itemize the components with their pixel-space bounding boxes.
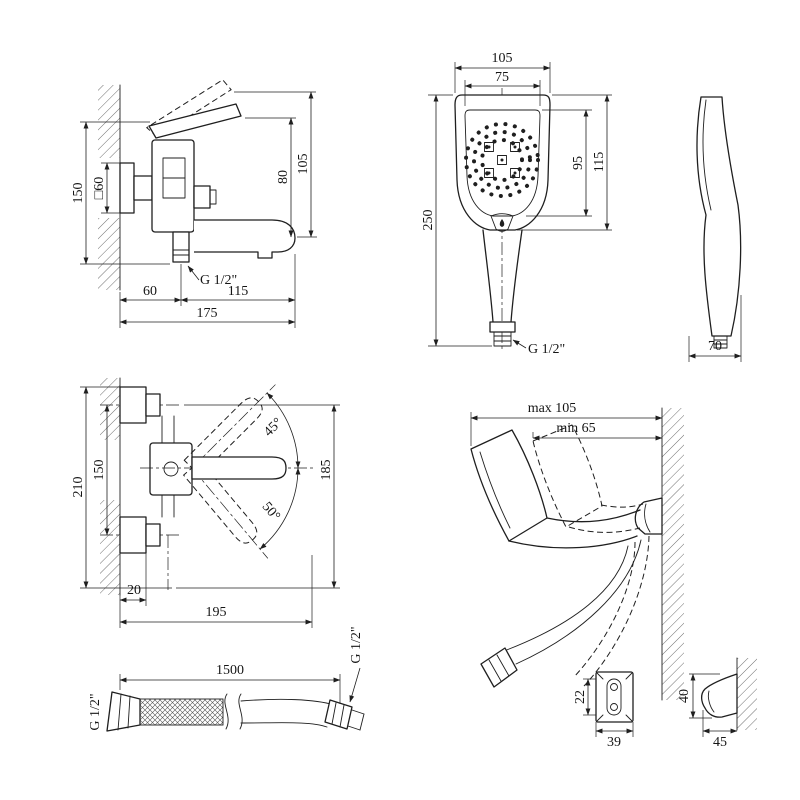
dim-min-65: min 65 — [556, 421, 595, 436]
bracket-cone — [700, 673, 738, 718]
square-nozzles — [484, 142, 520, 178]
dim-max-105: max 105 — [528, 401, 577, 416]
dim-square-60: □60 — [92, 177, 107, 199]
dim-height-80: 80 — [276, 170, 291, 184]
holder-side-view: max 105 min 65 — [470, 401, 684, 701]
dim-height-105: 105 — [296, 154, 311, 175]
handle-left-edge — [482, 229, 494, 323]
dim-width-175: 175 — [197, 306, 218, 321]
dim-height-250: 250 — [421, 210, 436, 231]
handle-up-45 — [183, 384, 276, 477]
hose-tailpiece — [172, 231, 190, 263]
hose-view: G 1/2" G 1/2" 1500 — [88, 626, 365, 732]
dim-width-105: 105 — [492, 51, 513, 66]
escutcheon — [119, 162, 135, 214]
dim-centers-150: 150 — [92, 460, 107, 481]
dim-head-115: 115 — [592, 152, 607, 172]
break-line — [224, 693, 229, 730]
faucet-side-view: 150 □60 80 105 G 1/2" 60 115 175 — [71, 79, 317, 328]
braided-section — [139, 698, 224, 726]
dim-45: 45 — [713, 735, 727, 750]
thread-label: G 1/2" — [528, 342, 565, 357]
faucet-body — [149, 442, 193, 496]
dim-height-150: 150 — [71, 183, 86, 204]
thread-stub — [493, 331, 512, 347]
dim-width-195: 195 — [206, 605, 227, 620]
bracket-plate — [595, 671, 634, 723]
faucet-body — [151, 139, 195, 233]
thread-label: G 1/2" — [200, 273, 237, 288]
shower-min-position-dashed — [532, 424, 650, 687]
dim-offset-20: 20 — [127, 583, 141, 598]
shower-side-profile — [696, 96, 742, 337]
angle-50: 50° — [259, 499, 283, 524]
drop-icon — [499, 219, 505, 227]
mode-button — [490, 213, 514, 232]
dim-39: 39 — [607, 735, 621, 750]
dim-40: 40 — [677, 689, 692, 703]
dim-width-115: 115 — [228, 284, 248, 299]
angle-45: 45° — [261, 415, 285, 439]
shower-head-outline — [454, 94, 551, 231]
handle-lever — [191, 456, 287, 480]
bracket-front-view: 22 39 — [573, 671, 634, 750]
dim-length-1500: 1500 — [216, 663, 244, 678]
shower-max-position — [470, 429, 642, 688]
handle-lever — [148, 103, 242, 139]
diverter-knob — [193, 185, 211, 209]
spout — [194, 219, 296, 259]
bracket-side-view: 40 45 — [677, 657, 757, 750]
handshower-front-view: 105 75 250 95 115 G 1/2" — [421, 51, 612, 357]
eccentric-flange-bottom — [119, 516, 147, 554]
thread-label-right: G 1/2" — [349, 626, 364, 663]
eccentric-flange-top — [119, 386, 147, 424]
handle-raised-dashed — [146, 79, 232, 138]
dim-face-95: 95 — [571, 156, 586, 170]
dim-height-185: 185 — [319, 460, 334, 481]
handle-down-50 — [183, 460, 269, 559]
hose-cone-left — [106, 691, 141, 732]
dim-width-75: 75 — [495, 70, 509, 85]
dim-depth-70: 70 — [708, 339, 722, 354]
hose-cone — [480, 647, 518, 688]
dim-width-60: 60 — [143, 284, 157, 299]
faucet-front-view: 45° 50° 210 150 185 20 195 — [71, 377, 340, 628]
dim-22: 22 — [573, 690, 588, 704]
handshower-side-view: 70 — [688, 96, 742, 362]
dim-height-210: 210 — [71, 477, 86, 498]
wall-holder — [634, 497, 663, 535]
hose-nut-right — [324, 699, 353, 730]
screw-slot — [606, 678, 622, 716]
thread-label-left: G 1/2" — [88, 693, 103, 730]
